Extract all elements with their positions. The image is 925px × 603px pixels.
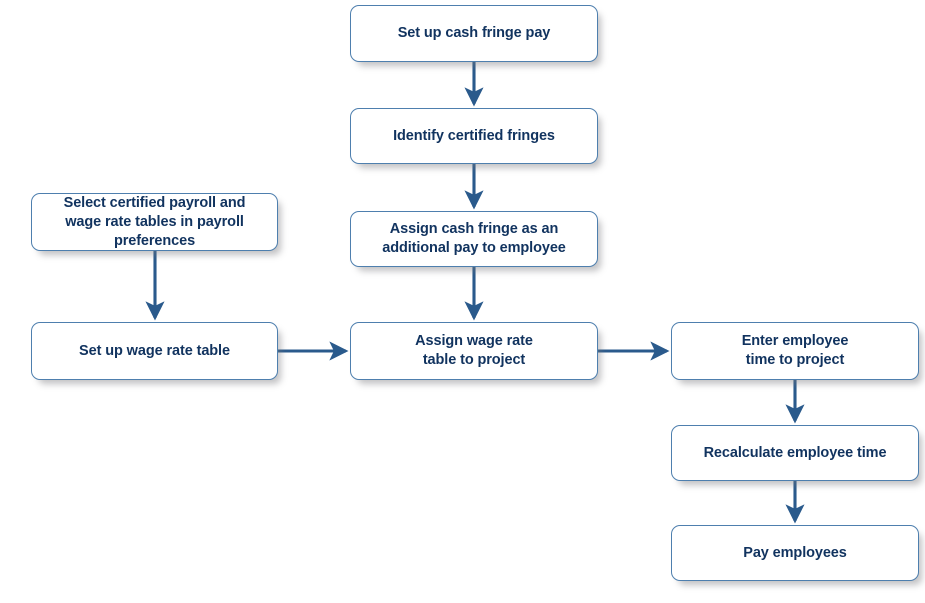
node-set-up-cash-fringe-pay[interactable]: Set up cash fringe pay bbox=[350, 5, 598, 62]
node-identify-certified-fringes[interactable]: Identify certified fringes bbox=[350, 108, 598, 164]
node-label: Select certified payroll and wage rate t… bbox=[63, 194, 246, 249]
node-label: Enter employee time to project bbox=[741, 333, 849, 368]
node-enter-employee-time-to-project[interactable]: Enter employee time to project bbox=[671, 322, 919, 380]
node-set-up-wage-rate-table[interactable]: Set up wage rate table bbox=[31, 322, 278, 380]
node-assign-cash-fringe-as-additional-pay[interactable]: Assign cash fringe as an additional pay … bbox=[350, 211, 598, 267]
node-select-certified-payroll-and-wage-rate-tables[interactable]: Select certified payroll and wage rate t… bbox=[31, 193, 278, 251]
node-assign-wage-rate-table-to-project[interactable]: Assign wage rate table to project bbox=[350, 322, 598, 380]
node-label: Assign cash fringe as an additional pay … bbox=[382, 221, 566, 256]
node-label: Pay employees bbox=[743, 544, 847, 561]
node-label: Identify certified fringes bbox=[393, 127, 555, 144]
node-label: Recalculate employee time bbox=[703, 444, 887, 461]
node-pay-employees[interactable]: Pay employees bbox=[671, 525, 919, 581]
node-label: Set up cash fringe pay bbox=[397, 25, 551, 41]
node-label: Set up wage rate table bbox=[79, 342, 230, 359]
node-label: Assign wage rate table to project bbox=[415, 333, 533, 368]
node-recalculate-employee-time[interactable]: Recalculate employee time bbox=[671, 425, 919, 481]
